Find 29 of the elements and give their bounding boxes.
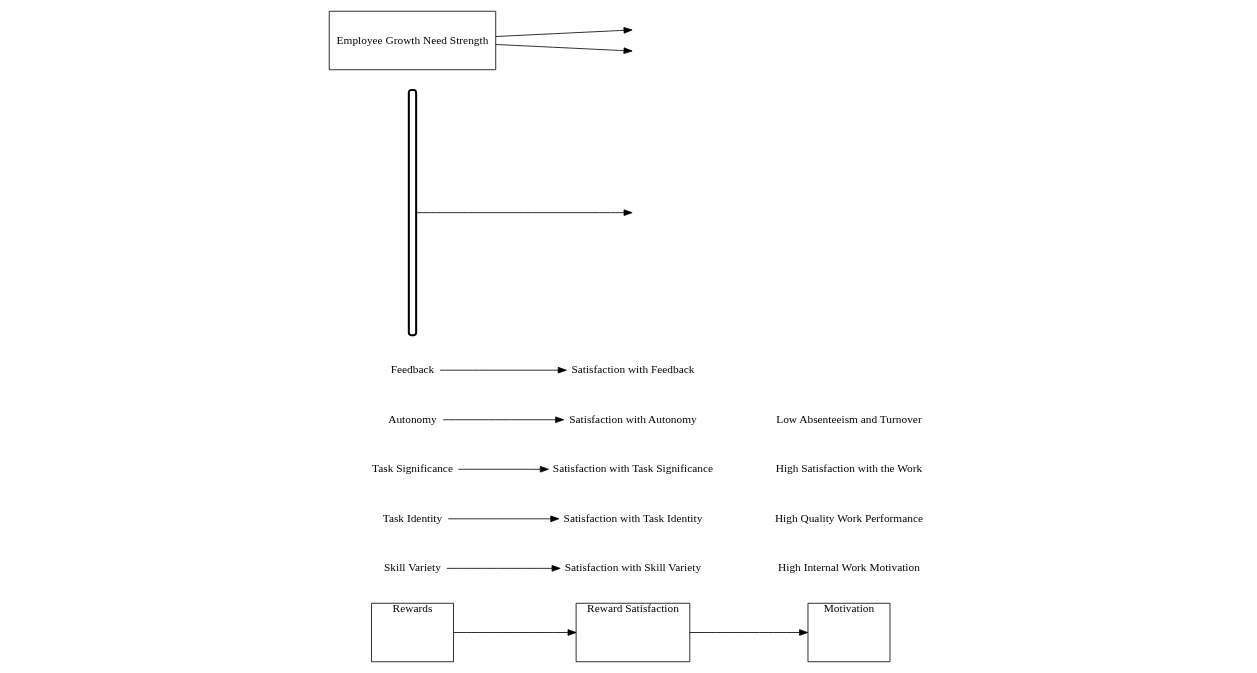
arrow: [439, 366, 567, 374]
node-text: Skill Variety: [384, 561, 441, 574]
node-text: High Quality Work Performance: [774, 511, 924, 524]
arrow: [446, 565, 561, 572]
arrow: [447, 515, 560, 523]
node-text: High Internal Work Motivation: [778, 561, 920, 574]
node-box: Motivation: [807, 602, 891, 663]
node-text: Satisfaction with Autonomy: [569, 412, 697, 425]
node-text: Task Significance: [372, 462, 453, 475]
arrow: [495, 44, 633, 54]
node-text: Autonomy: [388, 412, 437, 425]
node-box: Rewards: [371, 602, 454, 663]
arrow: [442, 416, 565, 423]
node-text: Satisfaction with Task Identity: [563, 511, 703, 524]
node-text: High Satisfaction with the Work: [775, 462, 923, 475]
node-box: Employee Growth Need Strength: [328, 10, 497, 71]
node-box: Reward Satisfaction: [575, 602, 691, 663]
node-text: Satisfaction with Task Significance: [552, 462, 714, 475]
node-text: Satisfaction with Skill Variety: [564, 561, 702, 574]
node-text: Feedback: [390, 363, 435, 376]
arrow: [416, 209, 633, 216]
arrow: [453, 629, 577, 636]
node-text: Low Absenteeism and Turnover: [776, 412, 922, 425]
node-brace: [407, 89, 418, 337]
node-text: Satisfaction with Feedback: [571, 363, 695, 376]
node-text: Task Identity: [382, 511, 443, 524]
arrow: [495, 27, 633, 37]
arrow: [457, 466, 549, 473]
arrow: [689, 629, 809, 636]
